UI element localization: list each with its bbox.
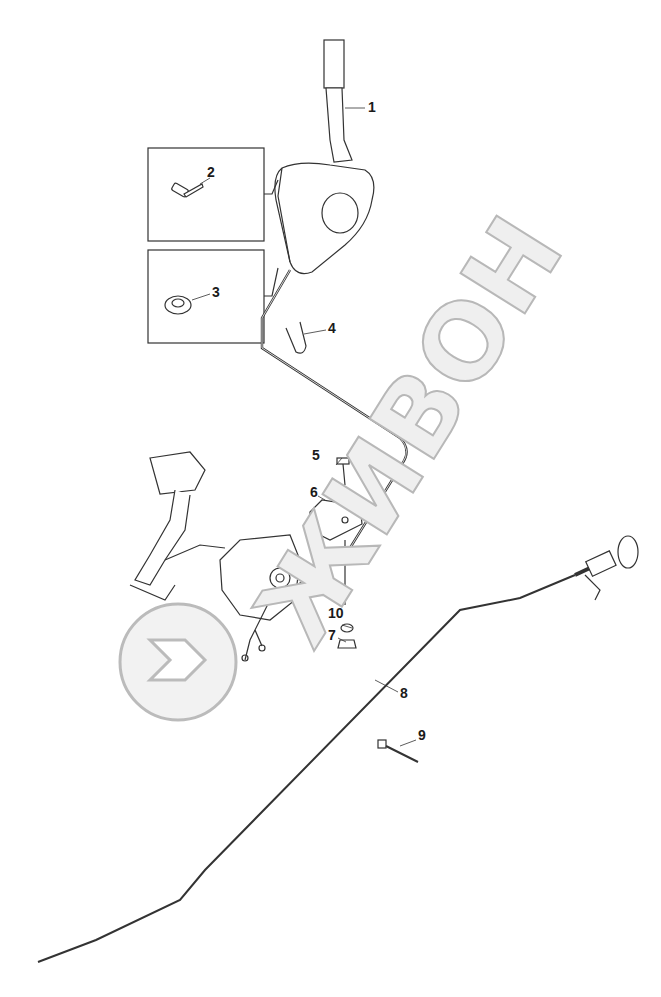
callout-number: 2 xyxy=(207,165,215,179)
callout-number: 9 xyxy=(418,728,426,742)
callout-number: 3 xyxy=(212,285,220,299)
callout-number: 5 xyxy=(312,448,320,462)
watermark: ЖИВОН xyxy=(239,199,581,660)
callout-number: 1 xyxy=(368,100,376,114)
callout-number: 8 xyxy=(400,686,408,700)
callout-number: 4 xyxy=(328,321,336,335)
